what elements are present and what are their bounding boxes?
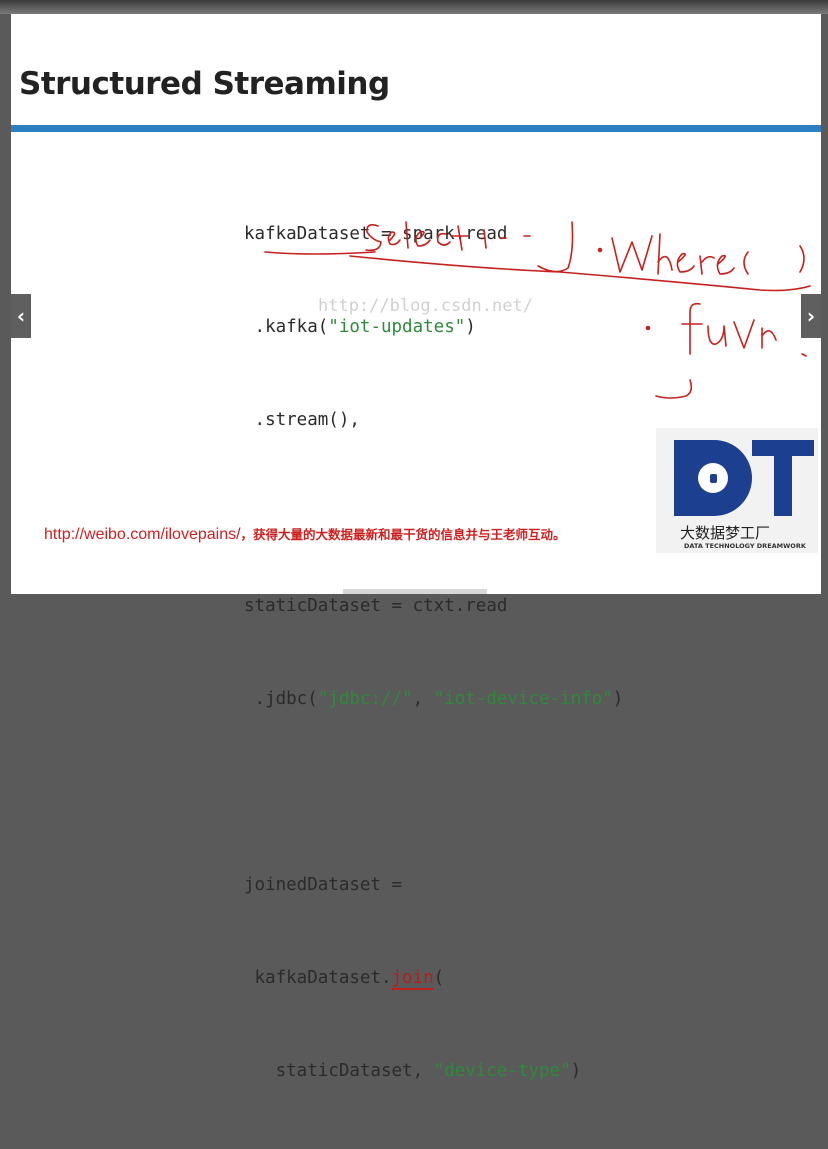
dt-logo-mark: [674, 440, 814, 516]
join-keyword: join: [391, 968, 434, 990]
chevron-right-icon: ›: [806, 304, 816, 328]
window-top-bar: [0, 0, 828, 14]
dt-logo: 大数据梦工厂 DATA TECHNOLOGY DREAMWORK: [656, 428, 818, 553]
blog-watermark: http://blog.csdn.net/: [318, 296, 533, 316]
title-underline-rule: [11, 125, 821, 132]
code-line: staticDataset = ctxt.read: [244, 596, 508, 616]
ink-letter: [707, 325, 727, 347]
ink-underline-stream: [264, 251, 376, 255]
ink-letter: [761, 327, 777, 349]
ink-letter: [436, 232, 451, 246]
ink-letter: [681, 302, 703, 355]
ink-dot: [597, 247, 603, 253]
ink-bracket: [537, 221, 574, 273]
ink-paren: [743, 251, 749, 275]
ink-letter: [699, 255, 715, 275]
ink-dots: [499, 235, 531, 239]
code-line: .stream(),: [244, 410, 360, 430]
ink-letter: [451, 225, 469, 251]
logo-chinese-name: 大数据梦工厂: [680, 524, 771, 542]
ink-letter: [733, 319, 755, 349]
code-line: staticDataset, "device-type"): [244, 1061, 582, 1081]
ink-dot: [645, 325, 651, 331]
ink-letter: [611, 235, 653, 273]
ink-letter: [676, 252, 695, 273]
ink-letter: [657, 233, 673, 275]
footer-chinese-text: ，获得大量的大数据最新和最干货的信息并与王老师互动。: [240, 528, 566, 542]
code-line: kafkaDataset.join(: [244, 968, 445, 990]
code-line: .kafka("iot-updates"): [244, 317, 476, 337]
code-line: kafkaDataset = spark.read: [244, 224, 508, 244]
ink-letter: [655, 379, 693, 399]
ink-letter: [365, 224, 382, 252]
code-line-blank: [244, 777, 623, 808]
ink-letter: [405, 221, 409, 249]
code-line: joinedDataset =: [244, 875, 403, 895]
handwritten-annotations: [264, 221, 811, 399]
ink-sweep-line: [349, 255, 811, 292]
weibo-link[interactable]: http://weibo.com/ilovepains/: [44, 526, 241, 543]
ink-letter: [415, 230, 431, 247]
ink-paren: [799, 245, 805, 273]
prev-slide-button[interactable]: ‹: [11, 294, 31, 338]
ink-letter: [483, 229, 487, 249]
ink-letter: [716, 254, 735, 275]
footer-note: http://weibo.com/ilovepains/，获得大量的大数据最新和…: [44, 524, 566, 544]
logo-english-name: DATA TECHNOLOGY DREAMWORK: [684, 542, 806, 550]
next-slide-button[interactable]: ›: [801, 294, 821, 338]
code-line: .jdbc("jdbc://", "iot-device-info"): [244, 689, 624, 709]
chevron-left-icon: ‹: [16, 304, 26, 328]
ink-dot: [801, 353, 807, 357]
slide-title: Structured Streaming: [19, 66, 390, 102]
bottom-progress-strip: [343, 589, 487, 594]
ink-letter: [387, 231, 401, 246]
